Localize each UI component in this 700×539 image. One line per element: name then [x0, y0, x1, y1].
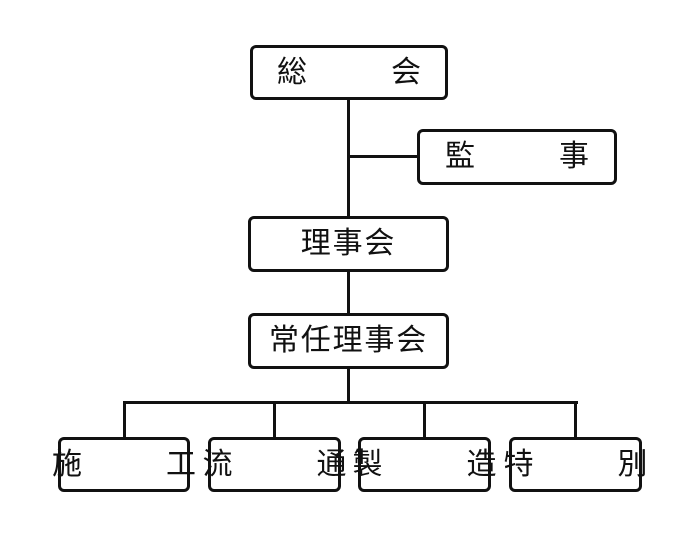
- connector-committee-2: [273, 401, 276, 439]
- auditors-box: 監 事: [417, 129, 617, 185]
- connector-standing-board-down: [347, 368, 350, 403]
- connector-committee-1: [123, 401, 126, 439]
- general-assembly-box: 総 会: [250, 45, 448, 100]
- standing-board-box: 常任理事会: [248, 313, 449, 369]
- connector-committee-3: [423, 401, 426, 439]
- committee-special-box: 特 別: [504, 437, 648, 492]
- connector-committee-bus: [123, 401, 578, 404]
- connector-assembly-to-board: [347, 98, 350, 218]
- connector-committee-4: [574, 401, 577, 439]
- connector-to-auditors: [347, 155, 419, 158]
- board-box: 理事会: [248, 216, 449, 272]
- committee-construction-box: 施 工: [52, 437, 196, 492]
- connector-board-to-standing-board: [347, 270, 350, 315]
- committee-distribution-box: 流 通: [203, 437, 347, 492]
- committee-manufacturing-box: 製 造: [353, 437, 497, 492]
